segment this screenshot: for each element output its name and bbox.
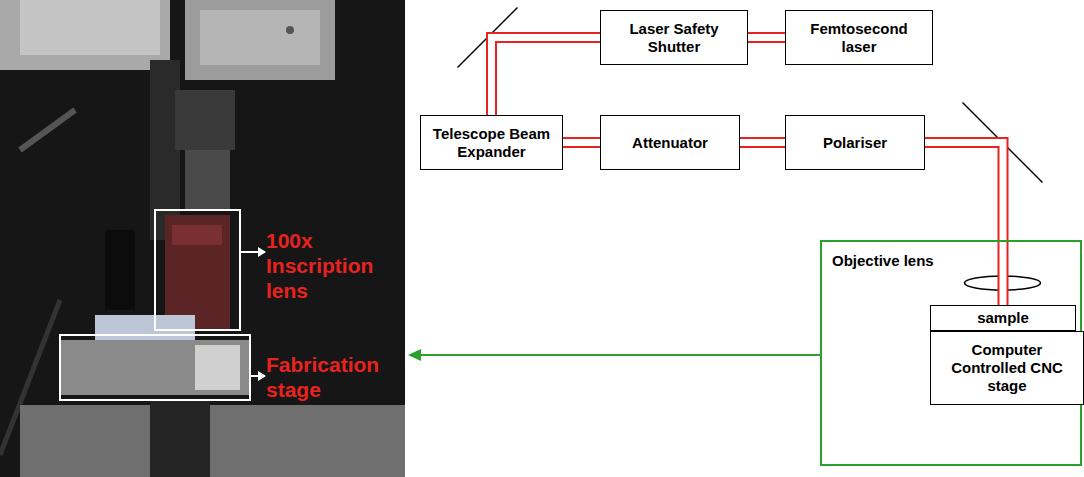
photo-label: 100x Inscription lens [266, 228, 401, 303]
region-box: Objective lens sampleComputer Controlled … [820, 240, 1082, 466]
box-label: sample [971, 309, 1035, 327]
process-box: sample [930, 305, 1076, 331]
photo-label: Fabrication stage [266, 352, 401, 402]
process-box: Femtosecond laser [785, 10, 933, 65]
process-box: Computer Controlled CNC stage [930, 331, 1084, 405]
beam-path [492, 38, 601, 116]
beam-path [740, 142, 785, 143]
beam-path [925, 143, 1003, 306]
process-box: Polariser [785, 115, 925, 170]
box-label: Femtosecond laser [786, 20, 932, 56]
box-label: Laser Safety Shutter [601, 20, 747, 56]
box-label: Attenuator [626, 134, 714, 152]
process-box: Attenuator [600, 115, 740, 170]
green-arrow [418, 354, 820, 356]
beam-path [748, 37, 785, 38]
process-box: Laser Safety Shutter [600, 10, 748, 65]
box-label: Computer Controlled CNC stage [931, 341, 1083, 395]
region-title: Objective lens [832, 252, 934, 270]
box-label: Telescope Beam Expander [421, 125, 562, 161]
process-box: Telescope Beam Expander [420, 115, 563, 170]
beam-path [563, 142, 600, 143]
box-label: Polariser [817, 134, 893, 152]
